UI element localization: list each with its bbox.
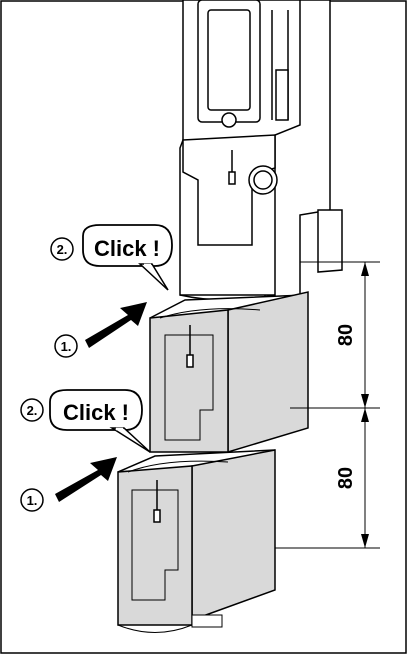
- upper-click-callout: [50, 224, 173, 358]
- upper-dimension-label: 80: [335, 324, 357, 346]
- lower-step2-label: 2.: [27, 403, 38, 418]
- upper-click-label: Click !: [94, 236, 160, 261]
- upper-step2-label: 2.: [57, 242, 68, 257]
- lower-click-label: Click !: [63, 400, 129, 425]
- lower-dimension-label: 80: [335, 467, 357, 489]
- drive-unit: [179, 0, 343, 301]
- lower-click-callout: [20, 389, 151, 512]
- lower-insert-arrow-icon: [55, 457, 117, 502]
- upper-step1-label: 1.: [61, 339, 72, 354]
- upper-module: [149, 291, 309, 454]
- dimension-arrowheads: [361, 262, 369, 548]
- lower-module: [117, 449, 276, 633]
- upper-insert-arrow-icon: [85, 302, 147, 348]
- lower-step1-label: 1.: [27, 493, 38, 508]
